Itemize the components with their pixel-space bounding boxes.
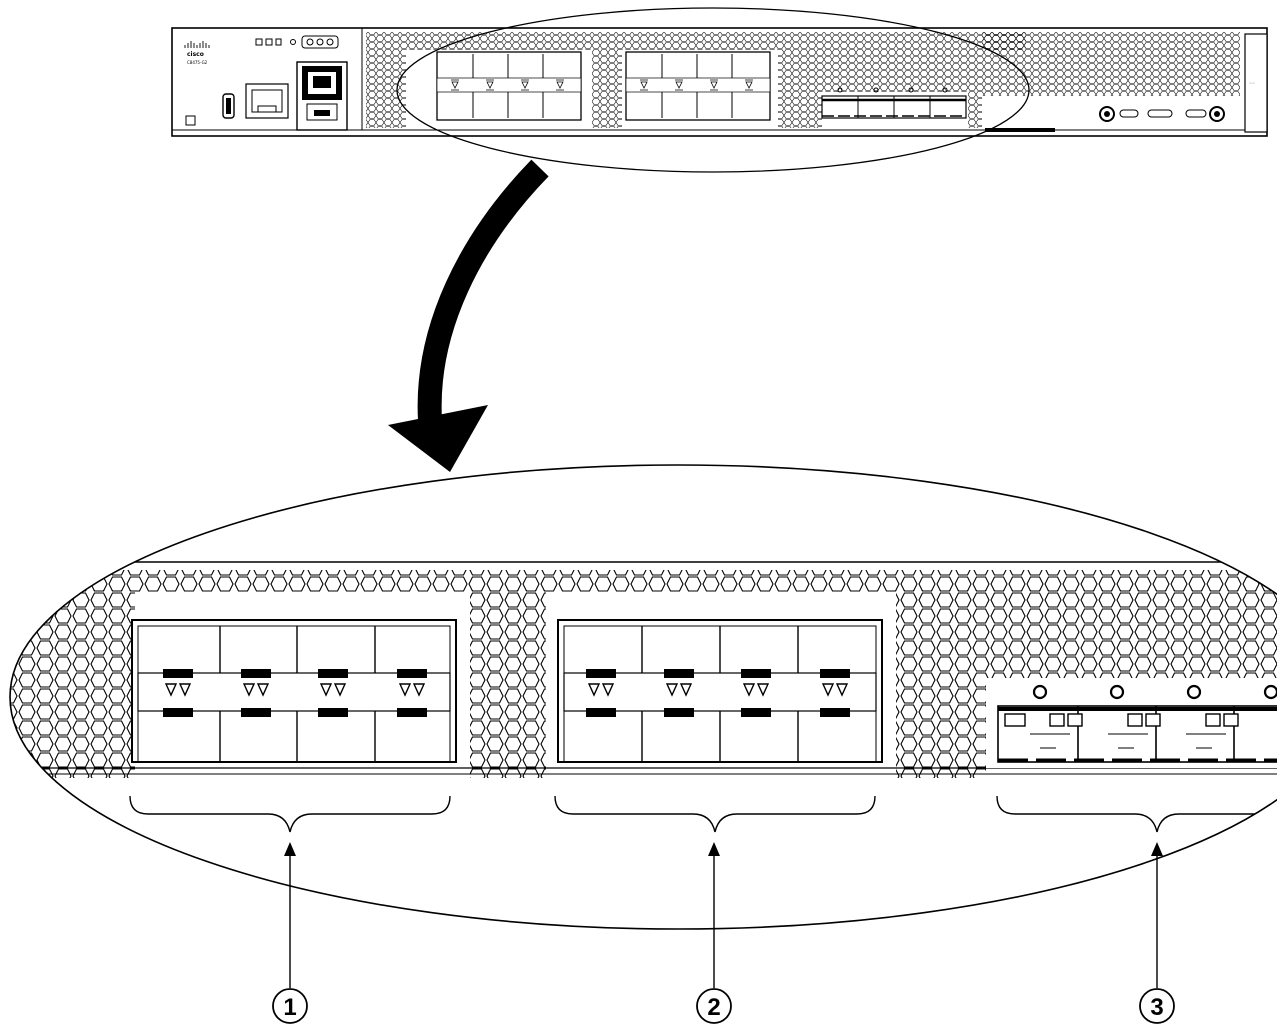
vent-grille: [10, 590, 135, 778]
sfp-latch: [241, 669, 271, 717]
management-port[interactable]: [296, 61, 348, 131]
vent-grille: [982, 32, 1240, 96]
ear-label: ◦◦: [1249, 81, 1255, 87]
sfp-latch: [664, 669, 694, 717]
vent-grille: [592, 50, 622, 128]
vent-grille: [406, 32, 1026, 50]
port-group-1-overview: [436, 51, 582, 121]
callout-2: 2: [696, 842, 732, 1024]
rack-ear: [1244, 33, 1268, 133]
sfp-latch: [397, 669, 427, 717]
device-front-panel: ◦◦ cisco C8475-G2: [171, 7, 1268, 173]
zoom-arrow: [388, 159, 549, 472]
sfp-latch: [318, 669, 348, 717]
sfp-latch: [163, 669, 193, 717]
sfp-latch: [820, 669, 850, 717]
zoomed-view: [9, 464, 1277, 930]
callout-number: 3: [1150, 994, 1163, 1021]
port-group-3-overview: [821, 87, 967, 119]
reset-button[interactable]: [185, 115, 196, 126]
vent-grille: [10, 570, 1277, 592]
callout-1: 1: [272, 842, 308, 1024]
port-group-3: [986, 678, 1277, 768]
status-leds: [255, 35, 339, 49]
model-name: C8475-G2: [187, 60, 208, 65]
vent-grille: [470, 590, 546, 778]
callout-number: 2: [707, 994, 720, 1021]
vent-grille: [822, 50, 982, 92]
cisco-logo: cisco C8475-G2: [184, 41, 210, 65]
callout-number: 1: [283, 994, 296, 1021]
callout-brackets: [129, 795, 1277, 833]
vent-grille: [778, 50, 822, 128]
right-fasteners: [985, 106, 1225, 132]
usb-port[interactable]: [222, 93, 235, 119]
port-group-1: [131, 619, 457, 763]
vent-grille: [968, 92, 982, 128]
port-group-2-overview: [625, 51, 771, 121]
console-port[interactable]: [245, 83, 289, 119]
vent-grille: [986, 590, 1277, 678]
brand-name: cisco: [187, 51, 204, 58]
vent-grille: [896, 590, 986, 778]
callout-3: 3: [1139, 842, 1175, 1024]
zoom-region-ellipse: [396, 7, 1030, 173]
port-group-2: [557, 619, 883, 763]
sfp-latch: [586, 669, 616, 717]
zoom-ellipse: [9, 464, 1277, 930]
sfp-latch: [741, 669, 771, 717]
